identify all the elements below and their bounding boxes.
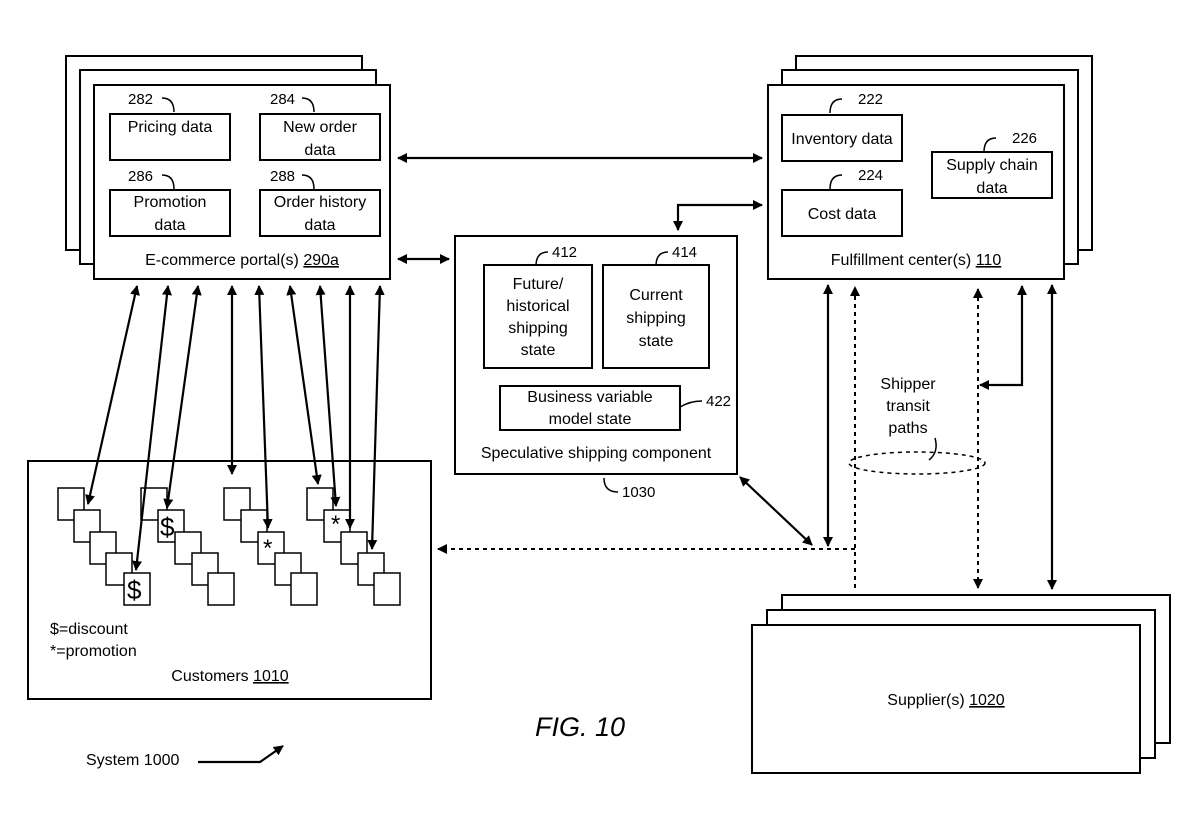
future-historical-state-box xyxy=(483,264,593,369)
current-label-1: Current xyxy=(629,287,683,304)
new-order-label-2: data xyxy=(304,142,335,159)
ref-1030: 1030 xyxy=(622,484,655,501)
business-label-2: model state xyxy=(549,411,632,428)
discount-marker: $ xyxy=(160,512,175,542)
order-history-label-1: Order history xyxy=(274,194,366,211)
new-order-label-1: New order xyxy=(283,119,357,136)
dashed-paths xyxy=(437,286,986,589)
connector-lines xyxy=(85,153,1057,590)
inventory-data-label: Inventory data xyxy=(791,131,893,148)
customer-stacks xyxy=(57,487,401,606)
transit-paths-ellipse xyxy=(848,451,986,475)
promotion-label-1: Promotion xyxy=(134,194,207,211)
ref-286: 286 xyxy=(128,168,153,185)
legend-promotion: *=promotion xyxy=(50,643,137,660)
discount-marker: $ xyxy=(127,575,142,605)
ref-412: 412 xyxy=(552,244,577,261)
transit-label-1: Shipper xyxy=(880,376,936,393)
transit-label-2: transit xyxy=(886,398,930,415)
ref-222: 222 xyxy=(858,91,883,108)
cost-data-box xyxy=(781,189,903,237)
future-label-2: historical xyxy=(506,298,569,315)
figure-title: FIG. 10 xyxy=(535,712,625,742)
ref-422: 422 xyxy=(706,393,731,410)
suppliers-title: Supplier(s) 1020 xyxy=(887,692,1005,709)
business-label-1: Business variable xyxy=(527,389,653,406)
customers-title: Customers 1010 xyxy=(171,668,288,685)
speculative-title: Speculative shipping component xyxy=(481,445,712,462)
future-label-3: shipping xyxy=(508,320,568,337)
pricing-data-label: Pricing data xyxy=(128,119,213,136)
legend-discount: $=discount xyxy=(50,621,128,638)
fulfillment-title: Fulfillment center(s) 110 xyxy=(831,252,1002,269)
ecommerce-portal xyxy=(65,55,391,280)
portal-title: E-commerce portal(s) 290a xyxy=(145,252,339,269)
future-label-1: Future/ xyxy=(513,276,564,293)
inventory-data-box xyxy=(781,114,903,162)
ref-288: 288 xyxy=(270,168,295,185)
transit-label-3: paths xyxy=(888,420,927,437)
supply-chain-data-box xyxy=(931,151,1053,199)
ref-226: 226 xyxy=(1012,130,1037,147)
ref-224: 224 xyxy=(858,167,883,184)
new-order-data-box xyxy=(259,113,381,161)
promotion-data-box xyxy=(109,189,231,237)
business-variable-model-box xyxy=(499,385,681,431)
ref-284: 284 xyxy=(270,91,295,108)
suppliers xyxy=(751,594,1171,774)
ref-282: 282 xyxy=(128,91,153,108)
promotion-label-2: data xyxy=(154,217,185,234)
cost-data-label: Cost data xyxy=(808,206,877,223)
system-label: System 1000 xyxy=(86,752,179,769)
order-history-data-box xyxy=(259,189,381,237)
future-label-4: state xyxy=(521,342,556,359)
supply-chain-label-1: Supply chain xyxy=(946,157,1038,174)
pricing-data-box xyxy=(109,113,231,161)
ref-414: 414 xyxy=(672,244,697,261)
promotion-marker: * xyxy=(263,535,272,562)
current-label-2: shipping xyxy=(626,310,686,327)
order-history-label-2: data xyxy=(304,217,335,234)
promotion-marker: * xyxy=(331,511,340,538)
system-arrow xyxy=(198,745,284,764)
supply-chain-label-2: data xyxy=(976,180,1007,197)
current-label-3: state xyxy=(639,333,674,350)
current-shipping-state-box xyxy=(602,264,710,369)
